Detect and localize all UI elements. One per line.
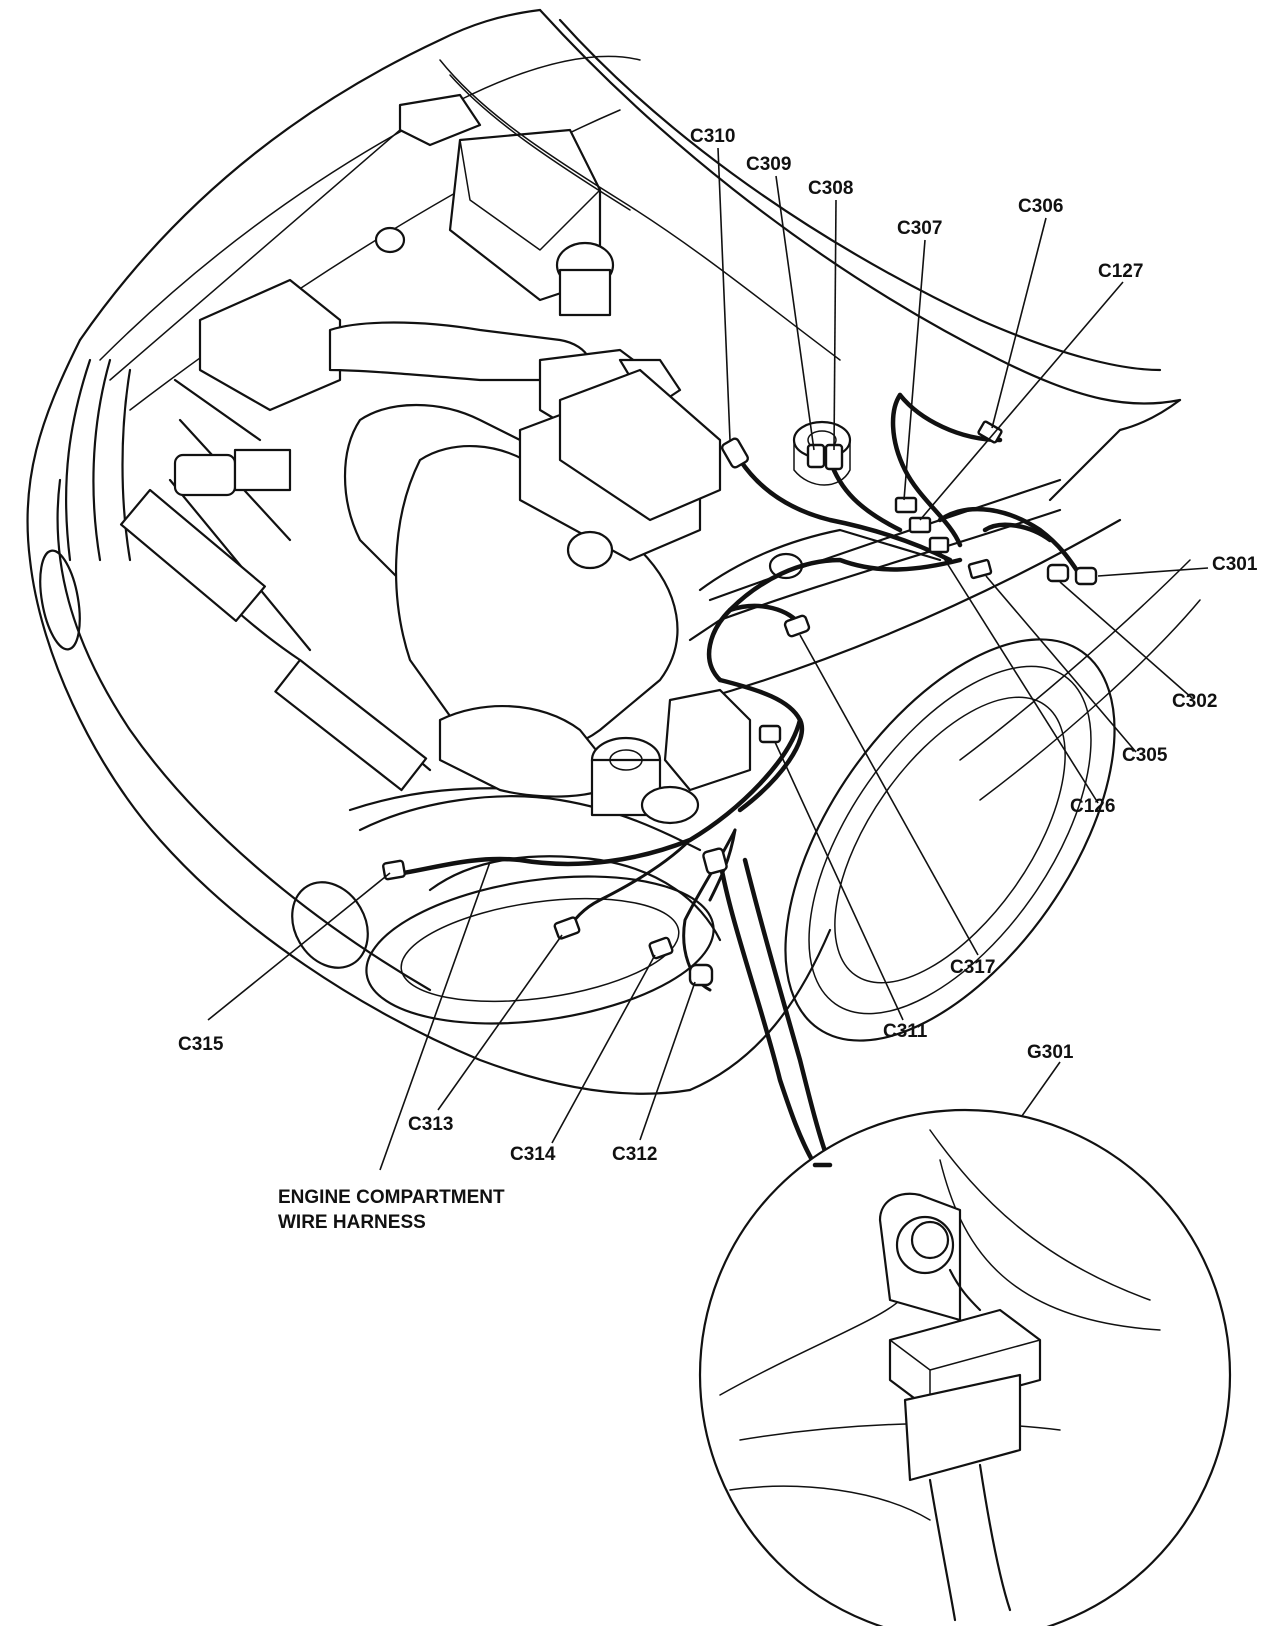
harness-label-line1: ENGINE COMPARTMENT bbox=[278, 1187, 505, 1208]
connector-c310-symbol bbox=[720, 437, 750, 469]
label-c317: C317 bbox=[950, 957, 996, 978]
leader-c127 bbox=[919, 281, 1124, 521]
leader-c312 bbox=[639, 981, 696, 1141]
connector-c314-symbol bbox=[648, 936, 674, 960]
connector-c309-symbol bbox=[806, 443, 826, 469]
connector-c126-symbol bbox=[928, 536, 950, 554]
connector-c307-symbol bbox=[894, 496, 918, 514]
connector-c313-symbol bbox=[553, 916, 581, 940]
leader-c301 bbox=[1097, 567, 1209, 577]
battery-box bbox=[374, 59, 841, 361]
label-g301: G301 bbox=[1027, 1042, 1074, 1063]
label-c309: C309 bbox=[746, 154, 792, 175]
leader-c309 bbox=[775, 175, 815, 451]
label-c315: C315 bbox=[178, 1034, 224, 1055]
leader-c307 bbox=[903, 239, 926, 501]
callout-leader-lines bbox=[207, 147, 1209, 1233]
leader-c310 bbox=[717, 147, 731, 441]
leader-c314 bbox=[551, 954, 656, 1144]
front-wheel-well bbox=[784, 638, 1116, 1042]
connector-c302-symbol bbox=[1046, 563, 1070, 583]
label-c314: C314 bbox=[510, 1144, 556, 1165]
wire-harness bbox=[387, 392, 1083, 1168]
label-c126: C126 bbox=[1070, 796, 1116, 817]
label-c311: C311 bbox=[883, 1021, 928, 1042]
engine-block bbox=[119, 278, 752, 825]
connector-harness-end-symbol bbox=[702, 847, 728, 875]
connector-c311-symbol bbox=[758, 724, 782, 744]
connector-c317-symbol bbox=[783, 614, 811, 638]
leader-c302 bbox=[1059, 581, 1193, 699]
label-c307: C307 bbox=[897, 218, 943, 239]
label-c301: C301 bbox=[1212, 554, 1258, 575]
leader-c311 bbox=[774, 741, 904, 1021]
label-c306: C306 bbox=[1018, 196, 1064, 217]
label-c302: C302 bbox=[1172, 691, 1218, 712]
leader-c305 bbox=[985, 575, 1137, 753]
connector-c127-symbol bbox=[908, 516, 932, 534]
ground-detail-inset bbox=[698, 1108, 1232, 1626]
label-c310: C310 bbox=[690, 126, 736, 147]
label-c305: C305 bbox=[1122, 745, 1168, 766]
connector-c306-symbol bbox=[977, 420, 1003, 444]
leader-c317 bbox=[799, 634, 979, 956]
label-c312: C312 bbox=[612, 1144, 658, 1165]
label-c313: C313 bbox=[408, 1114, 454, 1135]
leader-harness bbox=[379, 861, 491, 1171]
leader-c308 bbox=[833, 199, 837, 451]
leader-c315 bbox=[207, 872, 391, 1021]
connector-c301-symbol bbox=[1074, 566, 1098, 586]
label-c127: C127 bbox=[1098, 261, 1144, 282]
connector-c312-symbol bbox=[688, 963, 714, 987]
leader-c126 bbox=[939, 551, 1099, 804]
connector-c305-symbol bbox=[967, 558, 993, 580]
leader-c313 bbox=[437, 934, 563, 1111]
harness-label-line2: WIRE HARNESS bbox=[278, 1211, 426, 1233]
leader-c306 bbox=[991, 217, 1047, 429]
label-c308: C308 bbox=[808, 178, 854, 199]
headlight-assembly bbox=[39, 358, 722, 1025]
harness-label: ENGINE COMPARTMENT WIRE HARNESS bbox=[278, 1186, 505, 1235]
